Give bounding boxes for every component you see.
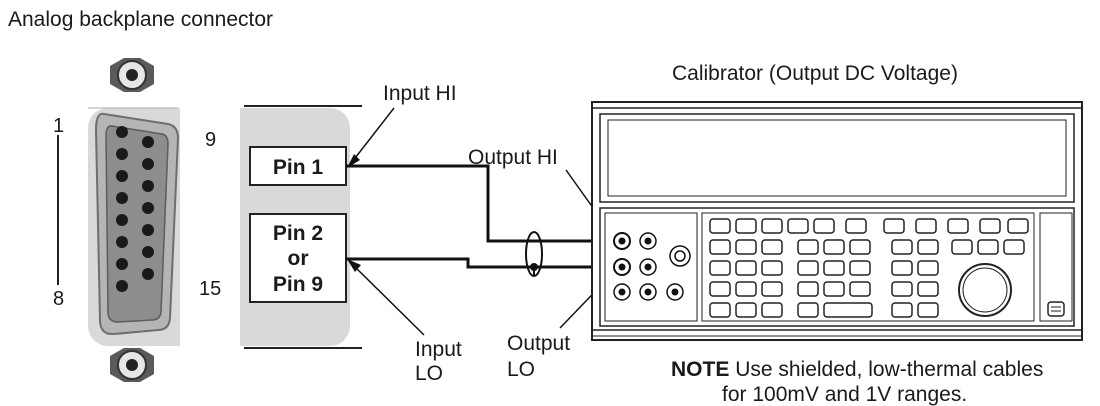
- analog-backplane-connector: 1 9 8 15 Pin 1 Pin 2 or Pin 9: [53, 58, 362, 382]
- calibrator-screen: [607, 119, 1067, 197]
- keypad-keys: [709, 218, 1029, 318]
- connector-pins: [116, 126, 154, 292]
- test-leads: [346, 164, 614, 277]
- note-keyword: NOTE: [671, 358, 729, 381]
- note-line2: for 100mV and 1V ranges.: [722, 383, 967, 406]
- pin-number-9: 9: [205, 129, 216, 151]
- rotary-knob-icon: [958, 263, 1012, 317]
- calibrator-title: Calibrator (Output DC Voltage): [672, 62, 958, 85]
- pin2-label-line3: Pin 9: [273, 273, 323, 296]
- pin-number-8: 8: [53, 288, 64, 310]
- output-lo-label-line2: LO: [507, 358, 535, 381]
- input-lo-label-line2: LO: [415, 362, 443, 385]
- screw-post-top: [110, 58, 154, 92]
- note-line1: NOTE Use shielded, low-thermal cables: [671, 358, 1043, 381]
- diagram-title: Analog backplane connector: [8, 8, 273, 31]
- output-hi-label: Output HI: [468, 146, 558, 169]
- pin1-label: Pin 1: [273, 156, 324, 179]
- pin2-box: [249, 213, 347, 303]
- shield-junction: [530, 263, 538, 271]
- output-terminals: [613, 232, 691, 301]
- pin2-label-line2: or: [288, 247, 309, 270]
- input-lo-label-line1: Input: [415, 338, 462, 361]
- pin-number-15: 15: [199, 278, 221, 300]
- input-hi-label: Input HI: [383, 82, 457, 105]
- lo-wire: [346, 257, 614, 269]
- pin-number-1: 1: [53, 115, 64, 137]
- screw-post-bottom: [110, 348, 154, 382]
- power-switch-icon: [1047, 301, 1065, 317]
- output-lo-label-line1: Output: [507, 332, 570, 355]
- dsub-face: [105, 125, 169, 323]
- calibrator-instrument: [591, 101, 1083, 341]
- hi-wire: [346, 164, 614, 243]
- note-text-1: Use shielded, low-thermal cables: [735, 358, 1043, 381]
- pin2-label-line1: Pin 2: [273, 222, 323, 245]
- pin1-box: [249, 146, 347, 186]
